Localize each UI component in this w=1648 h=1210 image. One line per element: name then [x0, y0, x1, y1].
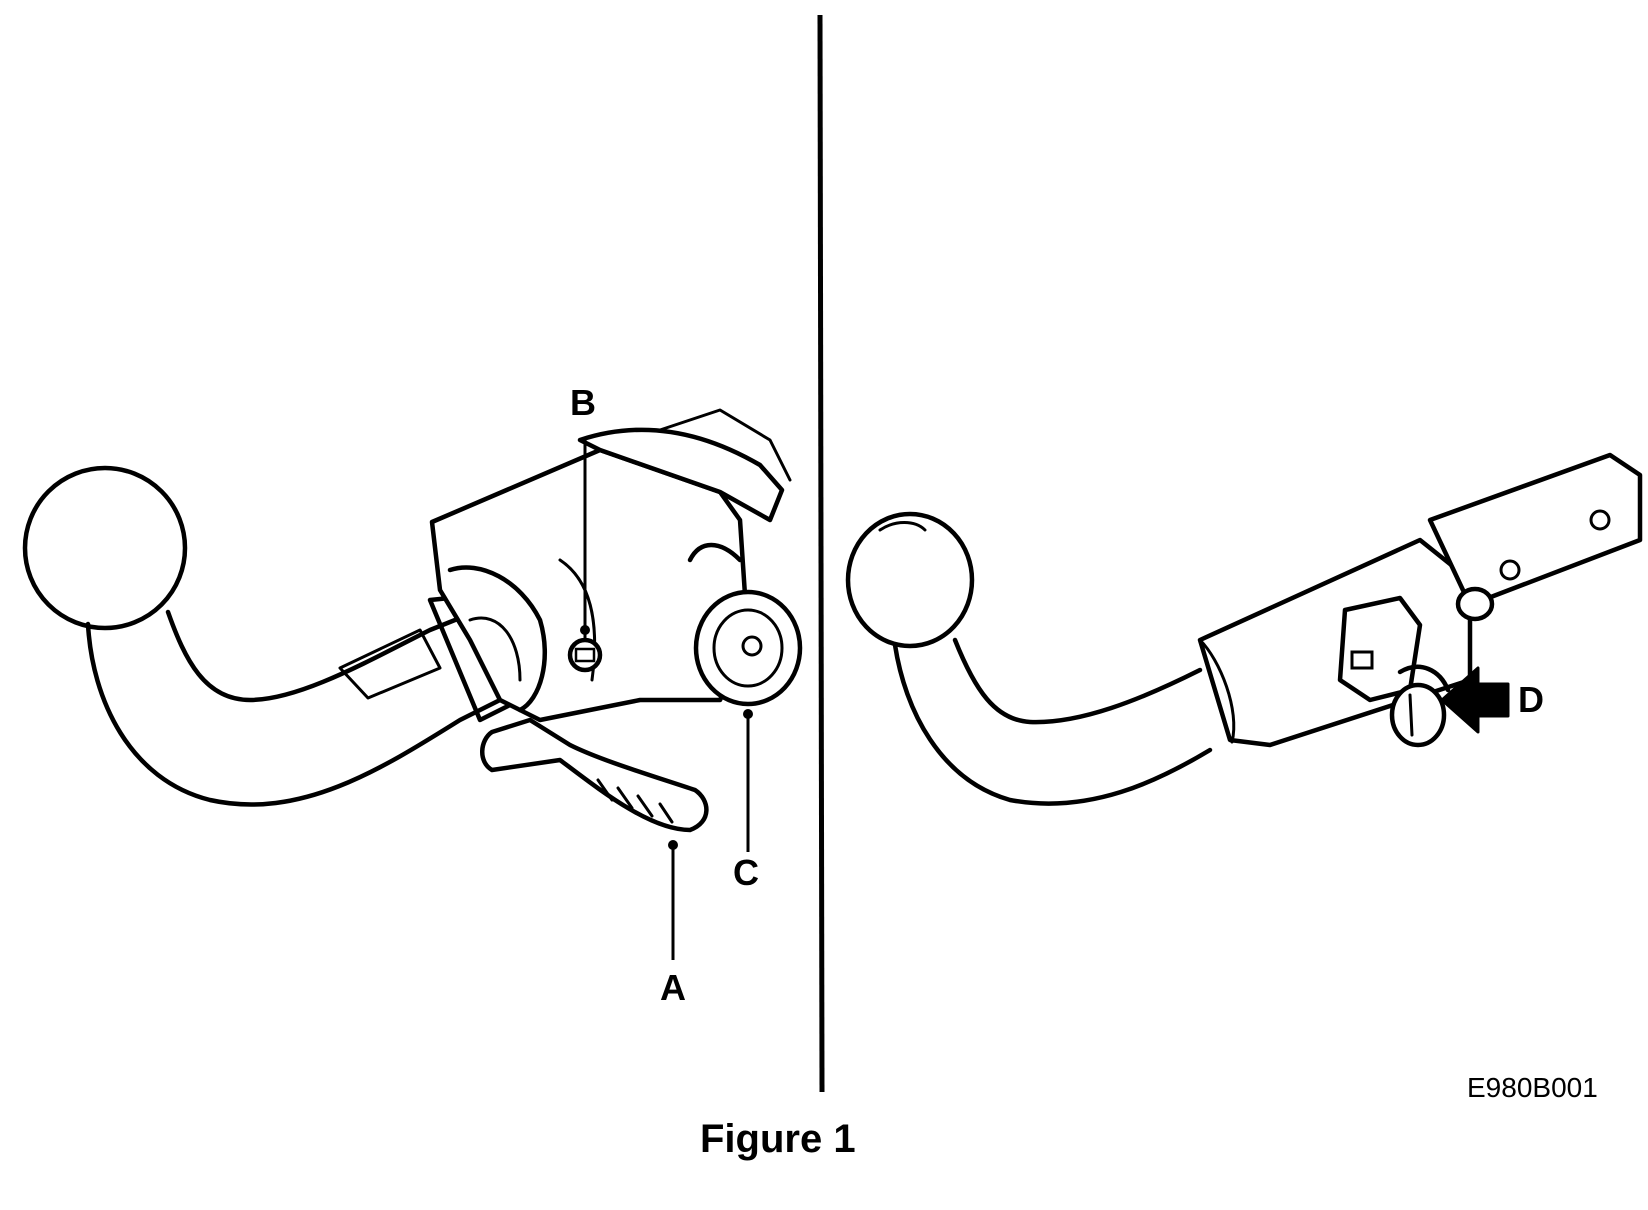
right-tow-arm — [892, 642, 1213, 806]
lock-mechanism — [1389, 682, 1447, 748]
left-tow-ball — [22, 465, 188, 631]
arrow-icon — [1440, 666, 1510, 734]
callout-b: B — [570, 382, 596, 423]
figure-caption: Figure 1 — [700, 1117, 856, 1161]
panel-divider — [817, 14, 825, 1093]
callout-d: D — [1518, 679, 1544, 720]
left-tow-arm — [85, 621, 503, 807]
left-lock-housing — [429, 447, 751, 723]
right-tow-ball — [845, 511, 975, 649]
right-tow-bar-illustration — [845, 452, 1643, 806]
lock-cylinder — [567, 637, 603, 673]
release-lever — [480, 717, 709, 833]
left-tow-bar-illustration — [22, 408, 803, 833]
image-code: E980B001 — [1467, 1072, 1598, 1103]
callout-a: A — [660, 967, 686, 1008]
left-leaders — [580, 440, 753, 960]
callout-c: C — [733, 852, 759, 893]
